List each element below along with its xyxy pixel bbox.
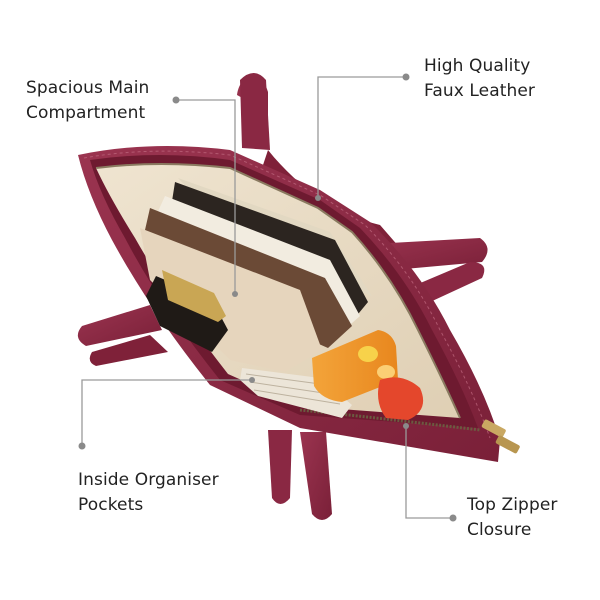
feature-label-line: Closure <box>467 520 532 540</box>
feature-label-faux-leather: High Quality Faux Leather <box>424 54 535 104</box>
feature-label-line: Spacious Main <box>26 78 150 98</box>
zipper-pull <box>481 419 506 438</box>
callout-line-leather <box>317 76 406 198</box>
top-zipper <box>95 163 520 454</box>
feature-label-line: High Quality <box>424 56 531 76</box>
feature-label-line: Inside Organiser <box>78 470 219 490</box>
feature-label-line: Pockets <box>78 495 144 515</box>
bottle <box>312 330 424 420</box>
callout-line-zipper <box>405 426 453 519</box>
folded-paper <box>240 368 352 418</box>
feature-label-line: Top Zipper <box>467 495 558 515</box>
callout-line-main <box>176 99 236 294</box>
callout-lines <box>78 73 457 522</box>
card-holder <box>146 270 228 352</box>
feature-label-line: Compartment <box>26 103 146 123</box>
pouch <box>140 228 322 372</box>
left-handle <box>77 305 168 366</box>
feature-label-line: Faux Leather <box>424 81 536 101</box>
feature-label-main-compartment: Spacious Main Compartment <box>26 76 149 126</box>
bag-contents <box>140 178 424 420</box>
callout-line-pockets <box>81 379 252 446</box>
feature-label-top-zipper: Top Zipper Closure <box>467 493 558 543</box>
bottom-handle <box>268 430 332 520</box>
feature-label-organiser-pockets: Inside Organiser Pockets <box>78 468 219 518</box>
